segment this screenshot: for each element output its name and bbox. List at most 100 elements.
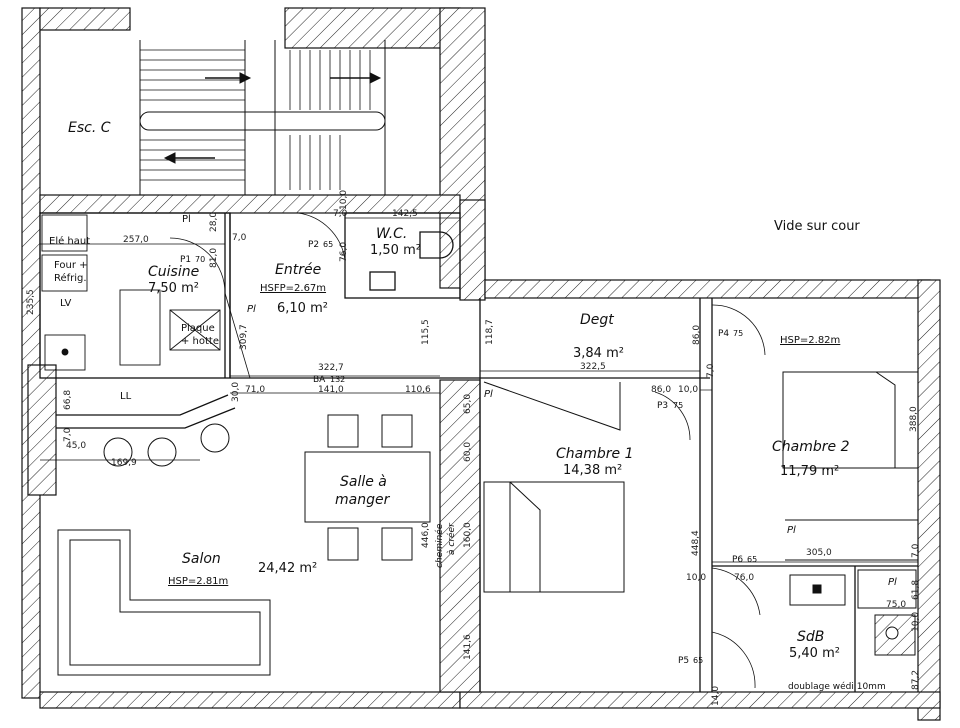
door-p1-num: 70 [195, 255, 205, 264]
staircase [139, 40, 386, 195]
door-p3: P3 [657, 401, 668, 411]
doublage-label: doublage wédi 10mm [788, 681, 886, 692]
dim-141: 141,0 [318, 385, 344, 395]
vide-label: Vide sur cour [774, 219, 860, 234]
door-p2: P2 [308, 240, 319, 250]
dim-1416: 141,6 [463, 634, 473, 660]
dim-650: 65,0 [463, 394, 473, 414]
salon-hsp: HSP=2.81m [168, 576, 228, 587]
door-swings [169, 212, 766, 689]
stair-label: Esc. C [68, 120, 111, 136]
dim-760: 76,0 [734, 573, 754, 583]
four-label: Four + [54, 260, 88, 271]
dim-872: 87,2 [911, 670, 921, 690]
dim-7b: 7,0 [232, 233, 247, 243]
wc-name: W.C. [376, 226, 407, 242]
dim-70: 7,0 [63, 427, 73, 442]
degt-name: Degt [580, 312, 614, 328]
dim-668: 66,8 [63, 390, 73, 410]
exterior-walls [21, 7, 941, 721]
door-p4-num: 75 [733, 329, 743, 338]
dim-1699: 169,9 [111, 458, 137, 468]
dim-4484: 448,4 [691, 530, 701, 556]
door-p3-num: 75 [673, 401, 683, 410]
dimension-labels: 257,0 235,5 142,5 10,0 7,0 76,0 28,0 7,0… [26, 190, 921, 706]
dim-10b: 10,0 [678, 385, 698, 395]
refrig-label: Réfrig. [54, 272, 87, 284]
pl-label-3: Pl [484, 389, 493, 400]
cuisine-name: Cuisine [148, 264, 199, 280]
dim-750: 75,0 [886, 600, 906, 610]
salle-line1: Salle à [340, 474, 387, 490]
lv-label: LV [60, 298, 71, 309]
chambre2-hsp: HSP=2.82m [780, 335, 840, 346]
door-p5-num: 65 [693, 656, 703, 665]
dim-1600: 160,0 [463, 522, 473, 548]
salon-area: 24,42 m² [258, 561, 317, 576]
dim-3880: 388,0 [909, 406, 919, 432]
salon-name: Salon [182, 551, 221, 567]
dining-set [103, 414, 431, 561]
dim-1106: 110,6 [405, 385, 431, 395]
entree-name: Entrée [275, 262, 321, 278]
dim-100c: 10,0 [686, 573, 706, 583]
sdb-name: SdB [797, 629, 824, 645]
dimension-lines [40, 217, 918, 563]
salle-line2: manger [335, 492, 391, 508]
degt-area: 3,84 m² [573, 346, 624, 361]
entree-area: 6,10 m² [277, 301, 328, 316]
dim-81: 81,0 [209, 248, 219, 268]
pl-label-1: Pl [182, 214, 191, 225]
chambre1-area: 14,38 m² [563, 463, 622, 478]
dim-3227: 322,7 [318, 363, 344, 373]
dim-450: 45,0 [66, 441, 86, 451]
kitchen-fixtures [41, 214, 221, 371]
dim-140: 14,0 [711, 686, 721, 706]
sdb-area: 5,40 m² [789, 646, 840, 661]
dim-711: 71,0 [245, 385, 265, 395]
door-p4: P4 [718, 329, 729, 339]
beds [483, 371, 919, 593]
dim-3050: 305,0 [806, 548, 832, 558]
dim-300: 30,0 [231, 382, 241, 402]
cuisine-area: 7,50 m² [148, 281, 199, 296]
dim-10a: 10,0 [339, 190, 349, 210]
ele-haut-label: Elé haut [49, 235, 90, 247]
dim-70b: 7,0 [911, 543, 921, 558]
pl-label-2: Pl [247, 304, 256, 315]
dim-1425: 142,5 [392, 209, 418, 219]
dim-600: 60,0 [463, 442, 473, 462]
chambre1-name: Chambre 1 [556, 446, 633, 462]
dim-86a: 86,0 [692, 325, 702, 345]
sofa [57, 529, 271, 676]
door-labels: P1 70 P2 65 P3 75 P4 75 P5 65 P6 65 [180, 240, 757, 666]
dim-4460: 446,0 [421, 522, 431, 548]
dim-3097: 309,7 [239, 324, 249, 350]
dim-86b: 86,0 [651, 385, 671, 395]
dim-28: 28,0 [209, 212, 219, 232]
pl-label-5: Pl [888, 577, 897, 588]
ll-label: LL [120, 391, 132, 402]
chambre2-name: Chambre 2 [772, 439, 850, 455]
ba-label: BA [313, 375, 326, 385]
interior-walls [39, 212, 918, 692]
fixture-labels: Elé haut Four + Réfrig. LV LL Plaque + h… [49, 214, 897, 692]
wc-area: 1,50 m² [370, 243, 421, 258]
door-p6-num: 65 [747, 555, 757, 564]
pl-label-4: Pl [787, 525, 796, 536]
dim-76a: 76,0 [339, 242, 349, 262]
dim-1187: 118,7 [485, 319, 495, 345]
chambre2-area: 11,79 m² [780, 464, 839, 479]
a-creer-label: à créer [446, 522, 457, 555]
dim-2355: 235,5 [26, 289, 36, 315]
door-p6: P6 [732, 555, 743, 565]
dim-1155: 115,5 [421, 319, 431, 345]
dim-100d: 10,0 [911, 612, 921, 632]
door-p1: P1 [180, 255, 191, 265]
dim-618: 61,8 [911, 580, 921, 600]
hotte-label: + hotte [181, 336, 219, 347]
plaque-label: Plaque [181, 323, 215, 334]
dim-3225: 322,5 [580, 362, 606, 372]
bathroom-fixtures [789, 569, 917, 656]
